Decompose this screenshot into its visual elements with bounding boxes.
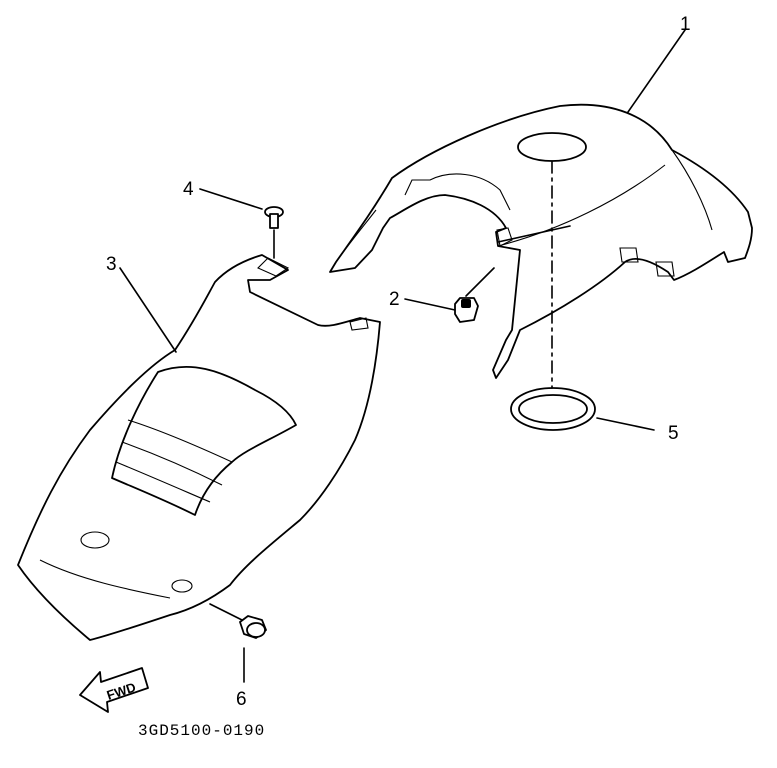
part-5-ring — [510, 387, 596, 431]
part-1-tank-cover — [329, 103, 753, 379]
callout-numbers: 1 2 3 4 5 6 — [106, 14, 691, 710]
part-3-seat-cover — [17, 254, 381, 641]
callout-3: 3 — [106, 254, 117, 275]
callout-1: 1 — [680, 14, 691, 35]
callout-4: 4 — [183, 179, 194, 200]
leader-lines — [119, 29, 686, 683]
callout-6: 6 — [236, 689, 247, 710]
callout-2: 2 — [389, 289, 400, 310]
part-4-screw — [264, 206, 284, 229]
forward-arrow: FWD — [79, 667, 149, 713]
part-6-bolt — [239, 615, 267, 639]
drawing-code: 3GD5100-0190 — [138, 722, 265, 740]
part-2-nut — [454, 297, 479, 323]
callout-5: 5 — [668, 423, 679, 444]
